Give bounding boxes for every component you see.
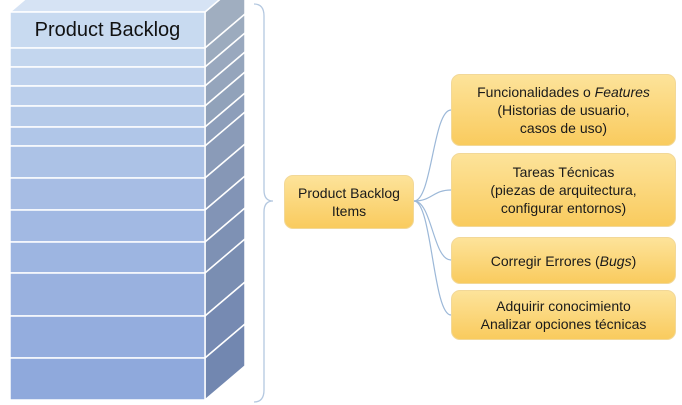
backlog-layer-13 [9, 357, 206, 401]
backlog-layer-5 [9, 105, 206, 128]
backlog-layer-1 [9, 11, 206, 49]
backlog-layer-12 [9, 315, 206, 359]
item-box-features: Funcionalidades o Features (Historias de… [451, 74, 676, 146]
backlog-layer-2 [9, 47, 206, 68]
curly-brace [253, 3, 274, 403]
item-box-bugs: Corregir Errores (Bugs) [451, 237, 676, 284]
backlog-layer-9 [9, 209, 206, 243]
backlog-layer-7 [9, 145, 206, 179]
item-text-knowledge: Adquirir conocimiento Analizar opciones … [480, 298, 647, 332]
backlog-layer-11 [9, 272, 206, 317]
connector-line-3 [413, 200, 452, 261]
item-text-features: Funcionalidades o Features (Historias de… [477, 84, 650, 136]
item-box-technical-tasks: Tareas Técnicas (piezas de arquitectura,… [451, 153, 676, 227]
backlog-layer-4 [9, 85, 206, 107]
backlog-layer-10 [9, 241, 206, 274]
item-box-knowledge: Adquirir conocimiento Analizar opciones … [451, 290, 676, 340]
item-text-technical-tasks: Tareas Técnicas (piezas de arquitectura,… [490, 164, 637, 216]
backlog-layer-8 [9, 177, 206, 211]
connector-line-2 [413, 189, 452, 202]
stack-title: Product Backlog [34, 18, 181, 41]
connector-line-1 [413, 109, 452, 202]
backlog-layer-3 [9, 66, 206, 87]
product-backlog-items-box: Product Backlog Items [284, 175, 414, 229]
backlog-layer-6 [9, 126, 206, 147]
connector-line-4 [413, 200, 452, 316]
item-text-bugs: Corregir Errores (Bugs) [490, 252, 637, 269]
